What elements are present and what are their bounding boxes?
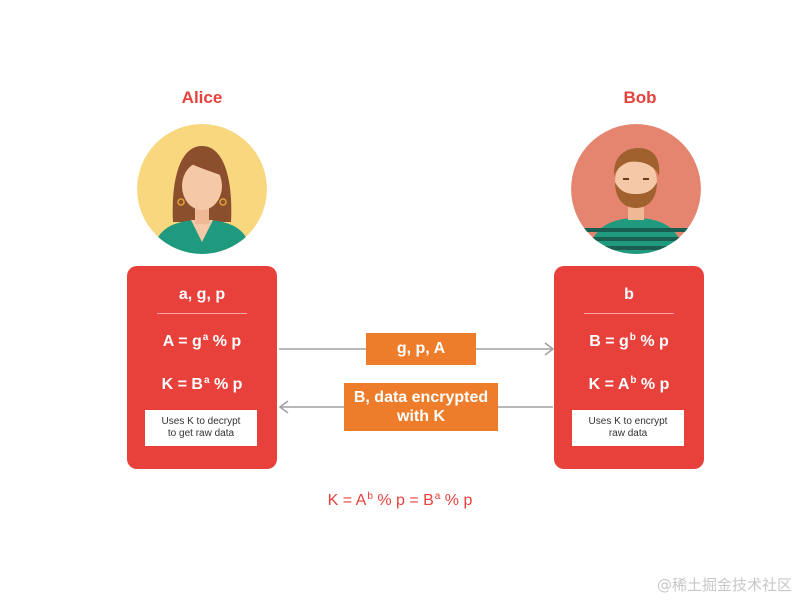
bob-avatar bbox=[571, 124, 701, 254]
bob-card: b B = gb % p K = Ab % p Uses K to encryp… bbox=[554, 266, 704, 469]
alice-shared-key: K = Ba % p bbox=[161, 375, 243, 393]
message-to-alice: B, data encrypted with K bbox=[344, 383, 498, 431]
bob-params: b bbox=[624, 286, 634, 303]
message-to-bob: g, p, A bbox=[366, 333, 476, 365]
alice-avatar bbox=[137, 124, 267, 254]
bob-divider bbox=[584, 313, 674, 314]
alice-public-value: A = ga % p bbox=[162, 332, 242, 350]
bob-name: Bob bbox=[623, 88, 657, 107]
alice-divider bbox=[157, 313, 247, 314]
shared-key-formula: K = Ab % p = Ba % p bbox=[327, 491, 473, 509]
message-to-alice-line2: with K bbox=[397, 408, 445, 425]
alice-card: a, g, p A = ga % p K = Ba % p Uses K to … bbox=[127, 266, 277, 469]
alice-name: Alice bbox=[181, 88, 223, 107]
alice-params: a, g, p bbox=[178, 286, 226, 303]
watermark: @稀土掘金技术社区 bbox=[656, 576, 792, 594]
bob-public-value: B = gb % p bbox=[589, 332, 669, 350]
bob-shared-key: K = Ab % p bbox=[588, 375, 670, 393]
message-to-alice-line1: B, data encrypted bbox=[353, 389, 489, 406]
